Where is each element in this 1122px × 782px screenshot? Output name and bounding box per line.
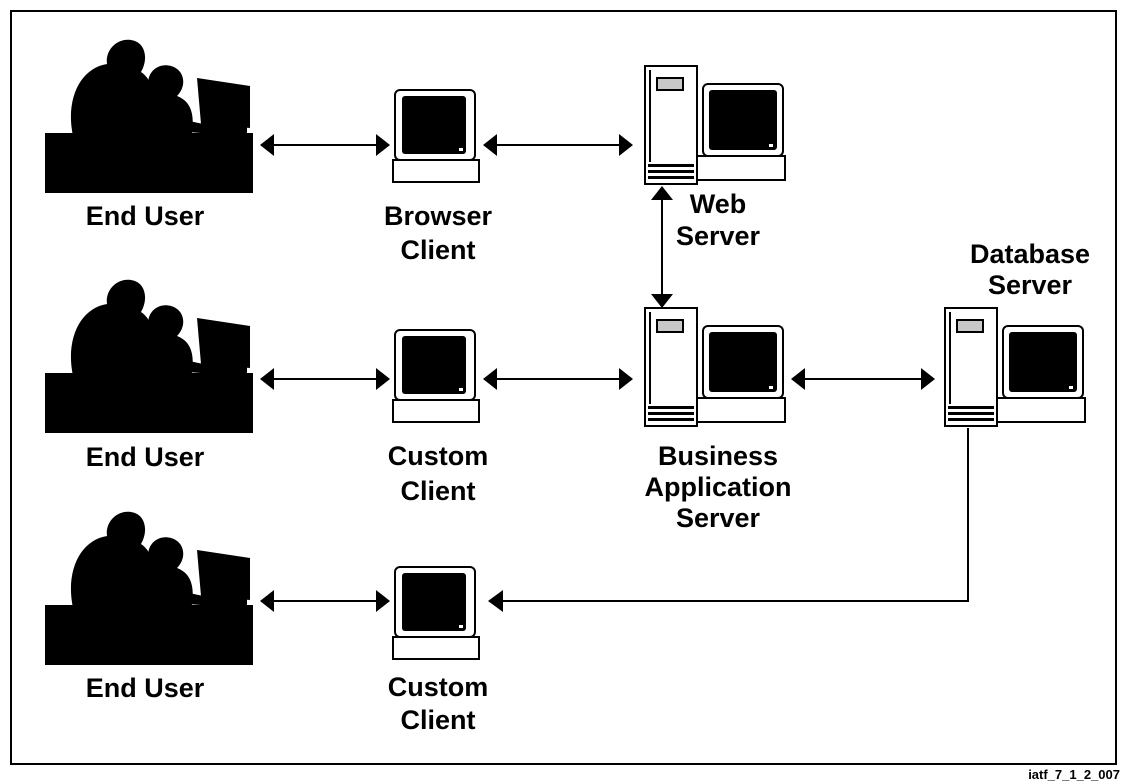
connector-web-server-business-server	[651, 186, 673, 308]
end-user-label-2: End User	[86, 442, 205, 472]
browser-client-computer-icon	[392, 89, 480, 183]
web-server-label-line1: Web	[690, 189, 747, 219]
database-server-label-line1: Database	[970, 239, 1090, 269]
business-server-label-line3: Server	[676, 503, 761, 533]
browser-client-label-line2: Client	[400, 235, 475, 265]
connector-user3-custom-client	[260, 590, 390, 612]
connector-business-server-database-server	[791, 368, 935, 390]
database-server-label-line2: Server	[988, 270, 1073, 300]
custom-client-1-computer-icon	[392, 329, 480, 423]
browser-client-label-line1: Browser	[384, 201, 493, 231]
end-user-group-3-icon	[45, 511, 253, 665]
database-server-icon	[944, 307, 1086, 427]
business-server-label-line2: Application	[645, 472, 792, 502]
diagram-frame	[10, 10, 1117, 765]
connector-database-server-custom-client	[488, 428, 969, 612]
end-user-group-2-icon	[45, 279, 253, 433]
custom-client-2-label-line1: Custom	[388, 672, 489, 702]
custom-client-1-label-line2: Client	[400, 476, 475, 506]
end-user-label-1: End User	[86, 201, 205, 231]
connector-user2-custom-client	[260, 368, 390, 390]
end-user-label-3: End User	[86, 673, 205, 703]
custom-client-2-computer-icon	[392, 566, 480, 660]
connector-browser-client-web-server	[483, 134, 633, 156]
business-server-label-line1: Business	[658, 441, 778, 471]
web-server-icon	[644, 65, 786, 185]
custom-client-1-label-line1: Custom	[388, 441, 489, 471]
web-server-label-line2: Server	[676, 221, 761, 251]
connector-custom-client-business-server	[483, 368, 633, 390]
business-application-server-icon	[644, 307, 786, 427]
connector-user1-browser-client	[260, 134, 390, 156]
custom-client-2-label-line2: Client	[400, 705, 475, 735]
figure-id-label: iatf_7_1_2_007	[1028, 767, 1120, 782]
end-user-group-1-icon	[45, 39, 253, 193]
